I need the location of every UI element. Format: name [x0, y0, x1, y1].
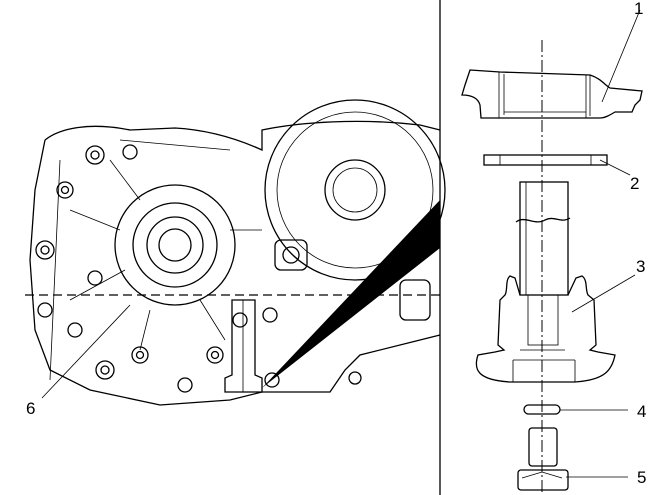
part-5-stud — [517, 427, 628, 491]
callout-5: 5 — [637, 468, 647, 487]
part-3-tool — [475, 181, 636, 383]
leader-3 — [571, 274, 636, 313]
part-2-washer — [483, 154, 631, 176]
leader-1 — [601, 9, 641, 103]
callout-1: 1 — [634, 0, 644, 18]
leader-2 — [599, 159, 631, 176]
callout-2: 2 — [630, 174, 640, 193]
detail-view-pointer — [262, 200, 440, 388]
callout-3: 3 — [636, 257, 646, 276]
callout-4: 4 — [637, 402, 647, 421]
transmission-housing — [29, 99, 446, 406]
leader-6 — [41, 304, 131, 399]
callout-6: 6 — [26, 399, 36, 418]
part-1-housing-section — [461, 9, 643, 119]
part-4-pin — [523, 404, 628, 415]
